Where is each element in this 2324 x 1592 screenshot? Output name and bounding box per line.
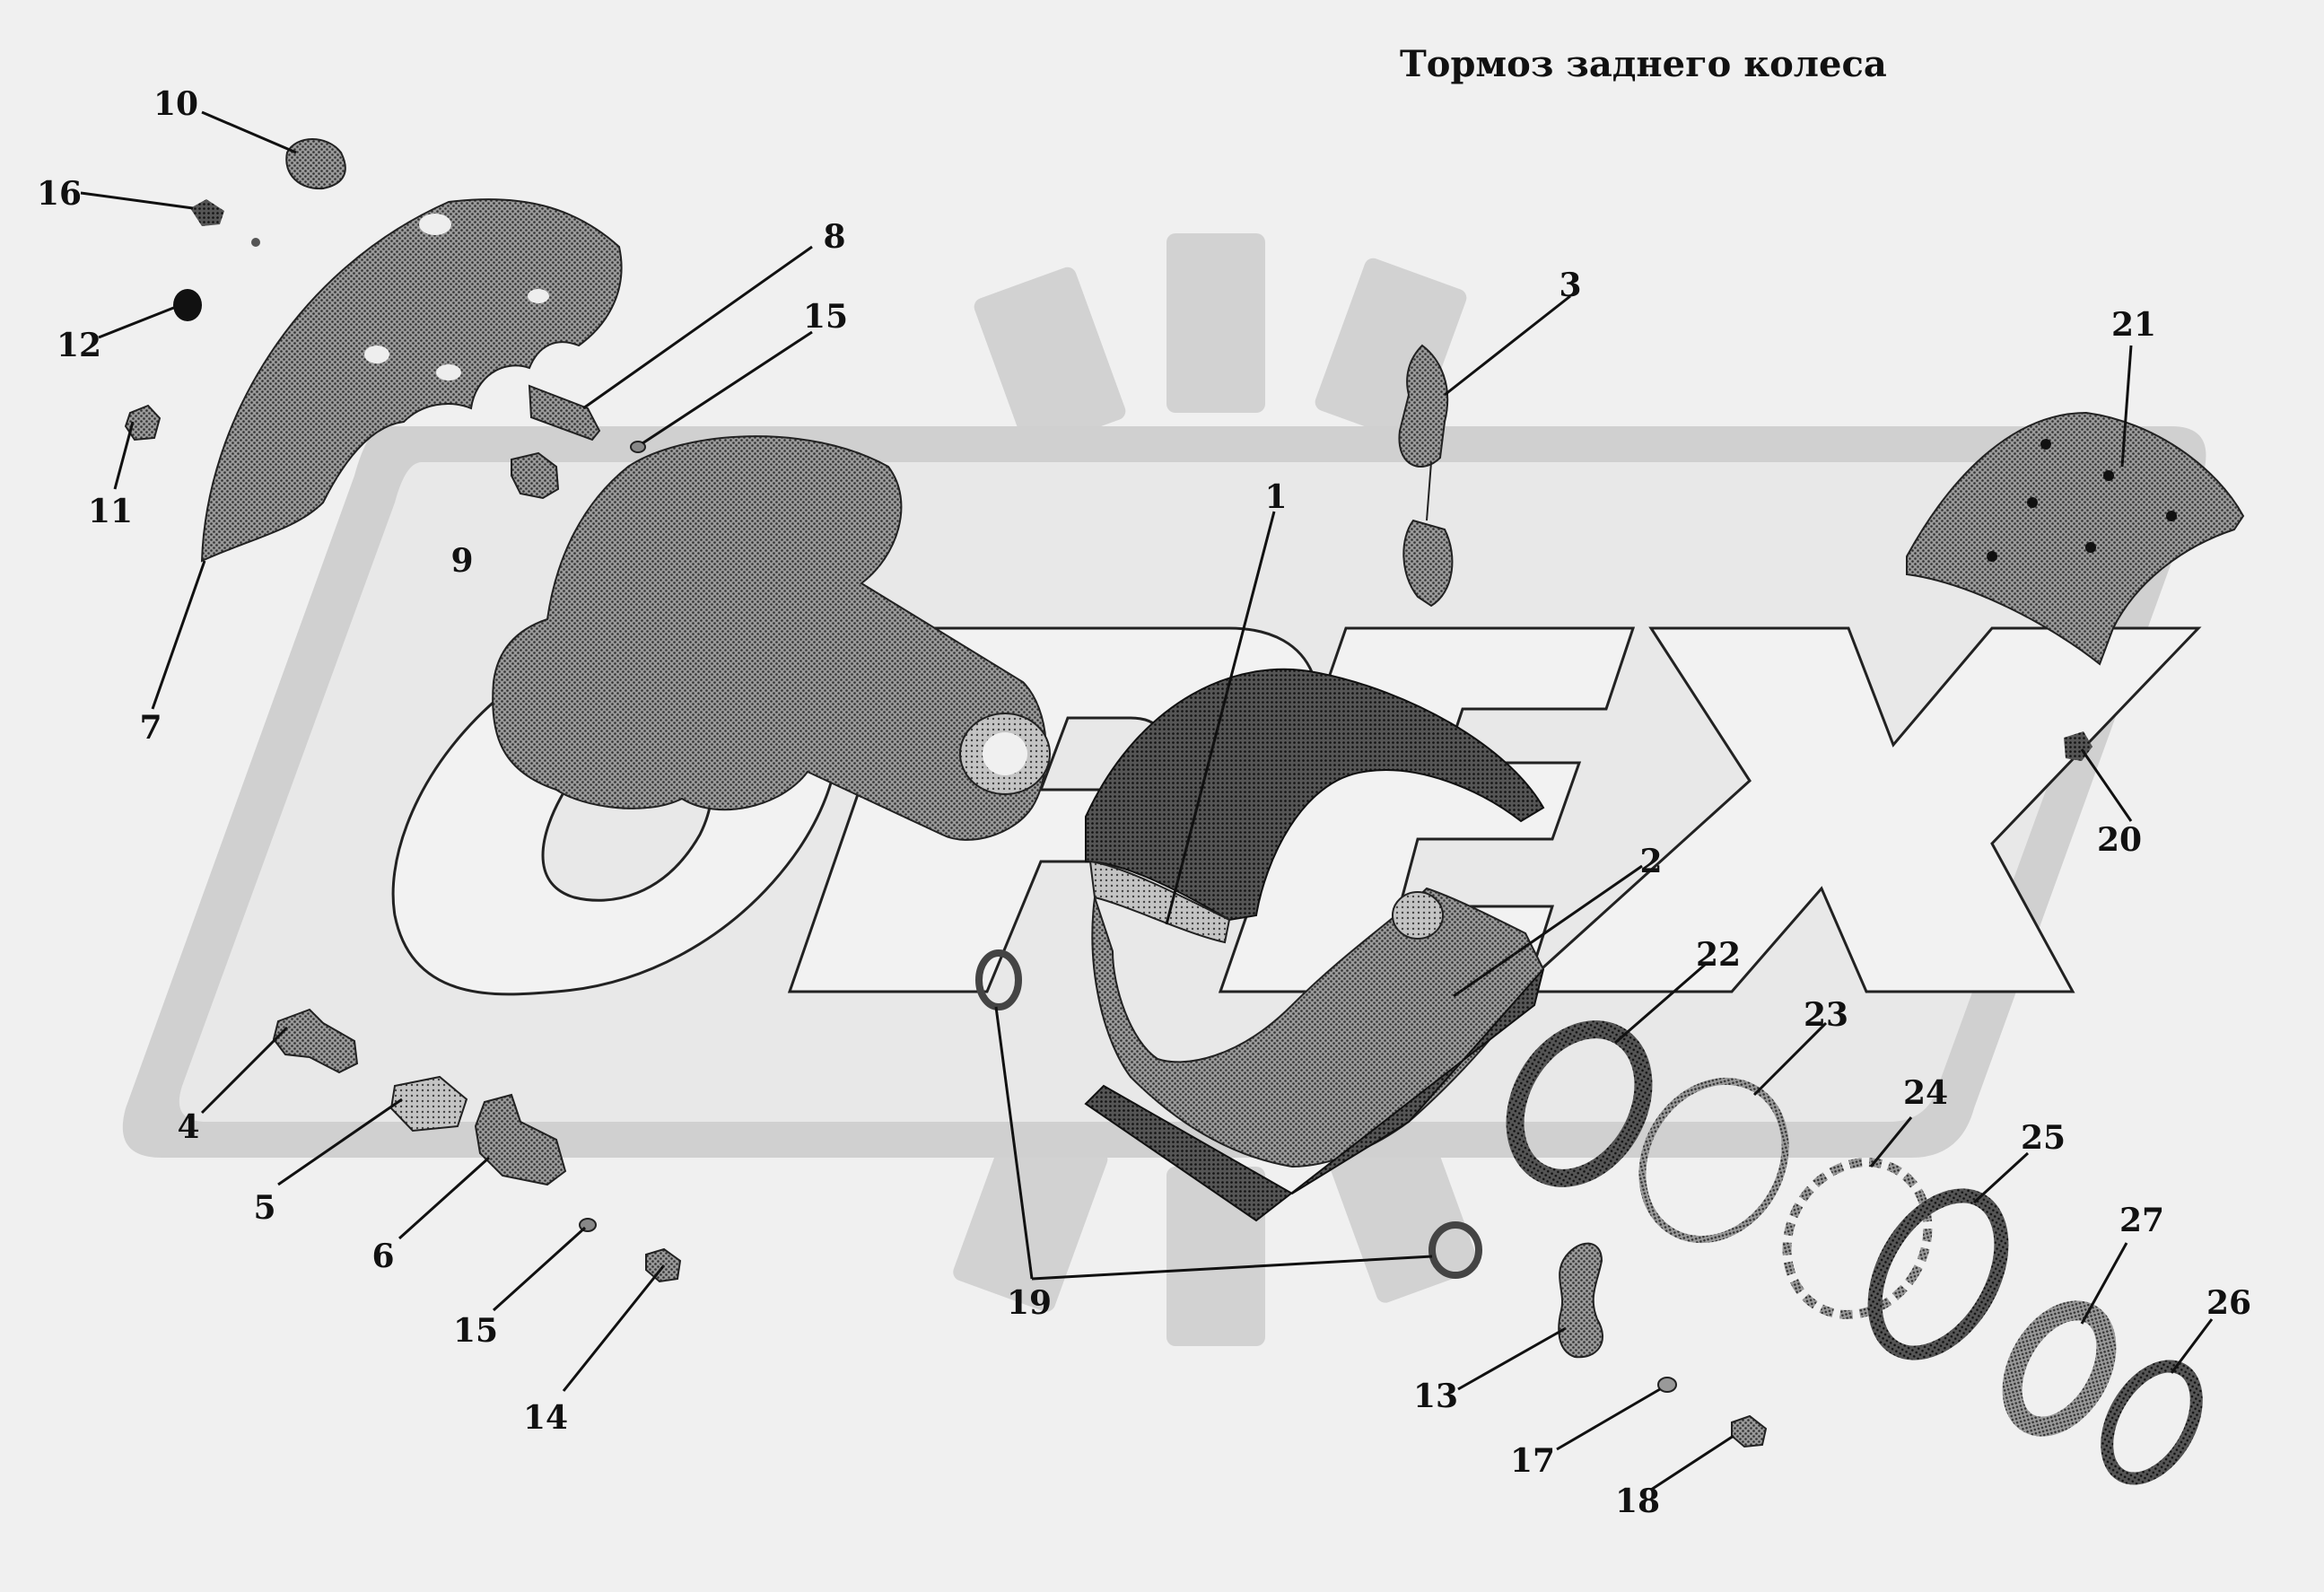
callout-8: 8 — [823, 218, 845, 256]
callout-6: 6 — [371, 1238, 394, 1275]
part-11-nut — [124, 404, 162, 442]
part-26-ring — [2101, 1360, 2203, 1485]
callout-22: 22 — [1696, 936, 1741, 974]
part-13-lock-plate — [1558, 1242, 1603, 1359]
callout-17: 17 — [1510, 1442, 1555, 1480]
callout-11: 11 — [88, 493, 133, 530]
part-3-return-spring — [1398, 344, 1454, 608]
part-17-spring-washer — [1657, 1377, 1677, 1393]
part-15-washer-top — [630, 441, 646, 453]
part-1-brake-shoe-upper — [1085, 668, 1545, 944]
part-19-seal-ring-left — [975, 949, 1022, 1010]
part-9-plug — [511, 451, 560, 500]
callout-15-bottom: 15 — [453, 1312, 498, 1350]
callout-3: 3 — [1559, 267, 1581, 304]
callout-25: 25 — [2021, 1119, 2066, 1157]
callout-1: 1 — [1264, 478, 1287, 516]
leader-lines — [80, 110, 2214, 1491]
part-27-ring — [2002, 1300, 2117, 1437]
part-23-ring — [1638, 1077, 1789, 1244]
callout-20: 20 — [2097, 821, 2142, 859]
callout-23: 23 — [1804, 996, 1848, 1034]
part-19-seal-ring-right — [1428, 1221, 1482, 1279]
part-housing — [492, 435, 1051, 841]
callout-19: 19 — [1007, 1284, 1052, 1322]
callout-9: 9 — [450, 542, 473, 580]
callout-7: 7 — [139, 709, 162, 747]
callout-12: 12 — [57, 327, 101, 364]
part-2-brake-shoe-lower — [1084, 887, 1545, 1222]
callout-2: 2 — [1639, 843, 1662, 880]
part-18-bolt-small — [1731, 1414, 1768, 1448]
part-12-plug — [173, 289, 202, 321]
callout-26: 26 — [2206, 1284, 2251, 1322]
callout-4: 4 — [177, 1108, 199, 1146]
part-4-bolt — [272, 1008, 359, 1074]
diagram-title: Тормоз заднего колеса — [1400, 43, 1887, 85]
part-22-ring — [1506, 1020, 1653, 1187]
part-24-tooth-washer — [1782, 1158, 1933, 1319]
part-21-lining — [1906, 411, 2245, 666]
callout-24: 24 — [1903, 1074, 1948, 1112]
part-16-small-bolt — [190, 199, 260, 247]
callout-15-top: 15 — [803, 298, 848, 336]
callout-16: 16 — [37, 175, 82, 213]
callout-10: 10 — [153, 85, 198, 123]
callout-27: 27 — [2119, 1202, 2164, 1239]
callout-18: 18 — [1615, 1483, 1660, 1520]
callout-21: 21 — [2111, 306, 2156, 344]
part-6-bracket-bolt — [474, 1093, 567, 1186]
part-10-cap — [285, 138, 346, 190]
part-25-ring — [1867, 1188, 2009, 1360]
callout-labels: 10 16 12 11 7 8 15 9 3 1 21 20 2 22 23 2… — [37, 85, 2251, 1520]
callout-14: 14 — [523, 1399, 568, 1437]
part-7-dust-shield — [200, 198, 623, 563]
callout-13: 13 — [1413, 1378, 1458, 1415]
callout-5: 5 — [253, 1189, 275, 1227]
part-8-pin — [528, 384, 601, 442]
